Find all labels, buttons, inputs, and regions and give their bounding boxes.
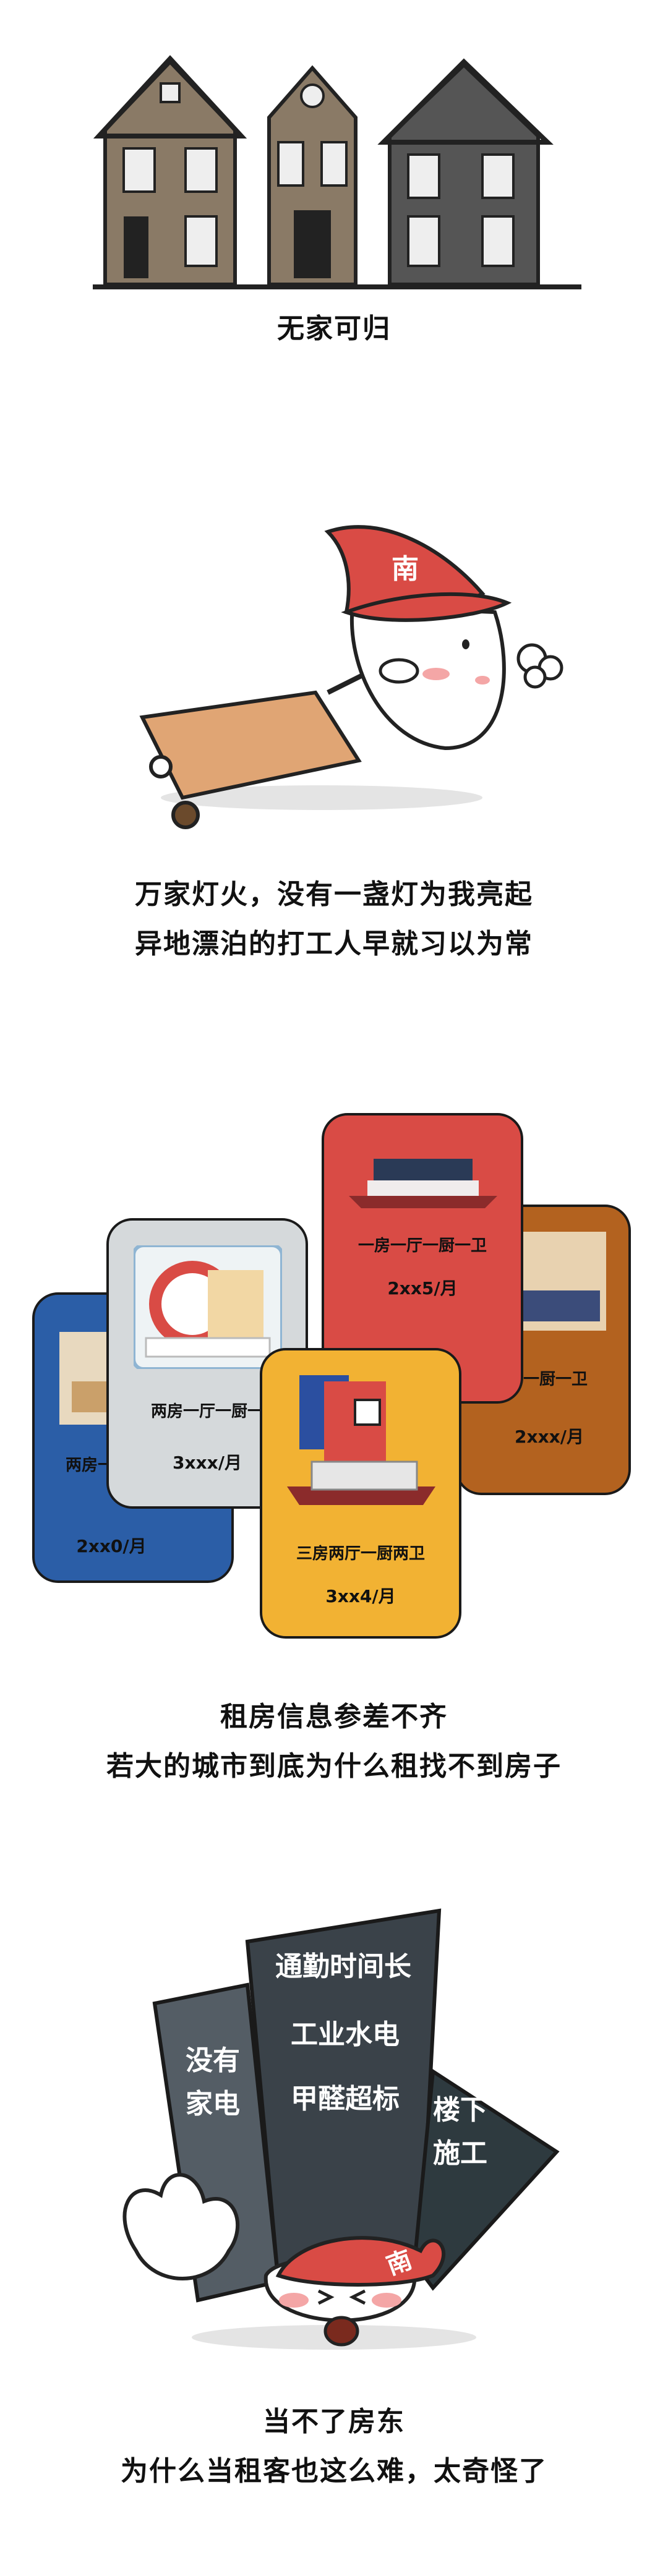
hat-icon	[324, 525, 512, 622]
puff-icon	[516, 643, 563, 689]
traveler-caption-line1: 万家灯火，没有一盏灯为我亮起	[135, 879, 533, 910]
houses-caption: 无家可归	[277, 313, 391, 344]
bedroom-image	[134, 1245, 282, 1369]
listing-title: 一厨一卫	[523, 1370, 588, 1389]
listing-price: 2xx5/月	[387, 1278, 458, 1299]
tag-formaldehyde: 甲醛超标	[291, 2083, 400, 2115]
listing-title: 两房一厅一厨一	[150, 1402, 263, 1421]
problems-illustration: 南	[122, 1908, 560, 2350]
listing-price: 3xxx/月	[173, 1452, 242, 1473]
listings-caption-line1: 租房信息参差不齐	[220, 1701, 448, 1733]
house-middle	[267, 65, 358, 286]
panel-construction	[412, 2068, 560, 2291]
traveler-caption-line2: 异地漂泊的打工人早就习以为常	[135, 928, 533, 960]
tag-no-appliance-2: 家电	[186, 2088, 240, 2120]
houses-illustration	[93, 55, 581, 289]
listing-title: 一房一厅一厨一卫	[358, 1237, 487, 1255]
listing-title: 三房两厅一厨两卫	[296, 1545, 425, 1563]
house-right	[377, 58, 554, 286]
listings-caption-line2: 若大的城市到底为什么租找不到房子	[106, 1751, 562, 1782]
hand-icon	[122, 2173, 240, 2280]
hat-icon	[275, 2236, 446, 2287]
listing-price: 2xxx/月	[515, 1427, 584, 1447]
bedroom-image	[287, 1375, 435, 1505]
listing-card-yellow[interactable]: 三房两厅一厨两卫 3xx4/月	[260, 1348, 461, 1639]
tag-no-appliance-1: 没有	[186, 2045, 240, 2076]
listing-price: 3xx4/月	[325, 1586, 396, 1606]
tag-construction-2: 施工	[433, 2138, 487, 2169]
tag-commute: 通勤时间长	[275, 1951, 411, 1982]
traveler-illustration: 南	[139, 525, 563, 829]
character-body	[349, 603, 506, 751]
listing-title: 两房一	[65, 1456, 114, 1475]
problems-caption-line1: 当不了房东	[263, 2406, 405, 2437]
problems-caption-line2: 为什么当租客也这么难，太奇怪了	[121, 2455, 547, 2487]
hat-char: 南	[392, 553, 419, 585]
suitcase-icon	[139, 690, 362, 829]
ground-shadow	[161, 785, 482, 810]
tag-construction-1: 楼下	[433, 2094, 487, 2126]
bedroom-image	[349, 1159, 497, 1208]
listing-price: 2xx0/月	[76, 1536, 147, 1556]
house-left	[93, 55, 247, 286]
tag-utility: 工业水电	[291, 2019, 400, 2050]
